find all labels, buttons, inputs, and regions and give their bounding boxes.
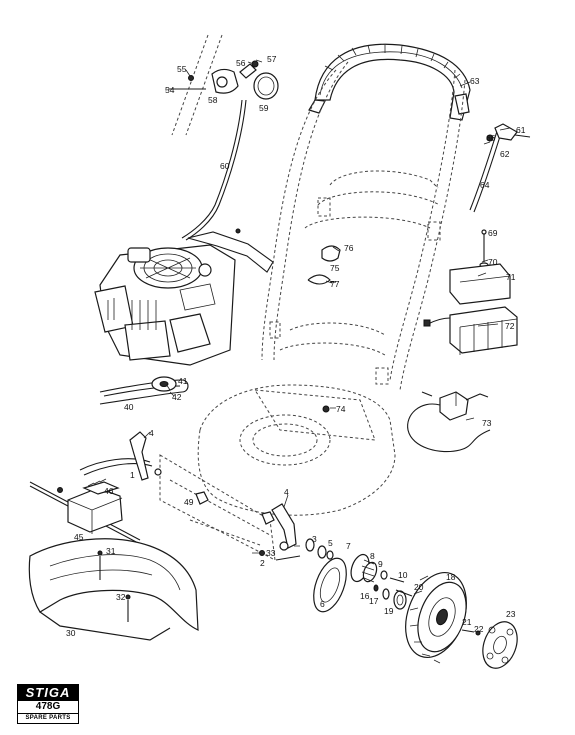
engine [94,244,236,366]
front-bracket [195,491,209,505]
callout-62: 62 [500,149,510,159]
callout-42: 42 [172,392,182,402]
callout-5: 5 [328,538,333,548]
upper-handle [308,43,471,121]
callout-leaders [143,59,511,554]
callout-8: 8 [370,551,375,561]
callout-17: 17 [369,596,379,606]
callout-40: 40 [124,402,134,412]
callout-77: 77 [330,279,340,289]
callout-33: 33 [266,548,276,558]
hood-dashed-outline [171,34,223,136]
callout-49: 49 [184,497,194,507]
wheel-drive-parts [259,503,334,561]
brand-name-box: STIGA [17,684,79,701]
drive-belt-and-pulley [99,376,189,405]
callout-7: 7 [346,541,351,551]
callout-41: 41 [178,376,188,386]
callout-18: 18 [446,572,456,582]
callout-60: 60 [220,161,230,171]
callout-69: 69 [488,228,498,238]
callout-16: 16 [360,591,370,601]
callout-64: 64 [480,180,490,190]
callout-71: 71 [506,272,516,282]
battery-charger [407,391,491,453]
hub-cap [461,621,518,669]
callout-10: 10 [398,570,408,580]
callout-58: 58 [208,95,218,105]
cable-clips [307,245,341,285]
callout-1: 1 [130,470,135,480]
callout-46: 46 [104,486,114,496]
callout-66: 66 [486,133,496,143]
gearbox-cable [79,431,162,481]
callout-31: 31 [106,546,116,556]
callout-30: 30 [66,628,76,638]
callout-63: 63 [470,76,480,86]
callout-9: 9 [378,559,383,569]
throttle-cable [181,99,274,273]
callout-3: 3 [312,534,317,544]
gearbox [29,478,141,545]
drive-cable [469,123,531,213]
brand-name: STIGA [25,685,71,700]
callout-21: 21 [462,617,472,627]
clip [322,405,330,413]
battery-cover-and-bolt [449,229,511,305]
handle-frame-outline [261,61,466,391]
callout-57: 57 [267,54,277,64]
callout-73: 73 [482,418,492,428]
callout-labels: 1 2 3 4 4 5 6 7 8 9 10 16 17 18 19 20 21… [66,54,526,638]
callout-4: 4 [149,428,154,438]
callout-70: 70 [488,257,498,267]
callout-23: 23 [506,609,516,619]
rear-wheel [405,571,467,664]
callout-76: 76 [344,243,354,253]
callout-22: 22 [474,624,484,634]
callout-4: 4 [284,487,289,497]
callout-19: 19 [384,606,394,616]
drive-gear [350,553,405,583]
callout-75: 75 [330,263,340,273]
brand-logo: STIGA 478G SPARE PARTS [17,684,79,724]
callout-32: 32 [116,592,126,602]
spare-parts-label: SPARE PARTS [17,714,79,724]
callout-56: 56 [236,58,246,68]
callout-74: 74 [336,404,346,414]
rear-flap [28,538,199,641]
callout-45: 45 [74,532,84,542]
washers [373,584,413,610]
callout-59: 59 [259,103,269,113]
throttle-control-assembly [168,60,279,100]
callout-2: 2 [260,558,265,568]
callout-55: 55 [177,64,187,74]
callout-20: 20 [414,582,424,592]
callout-6: 6 [320,599,325,609]
callout-72: 72 [505,321,515,331]
battery [423,306,518,355]
mower-deck-outline [159,384,396,561]
model-number: 478G [17,701,79,714]
wheel-hub-disc [313,557,347,613]
callout-61: 61 [516,125,526,135]
callout-54: 54 [165,85,175,95]
